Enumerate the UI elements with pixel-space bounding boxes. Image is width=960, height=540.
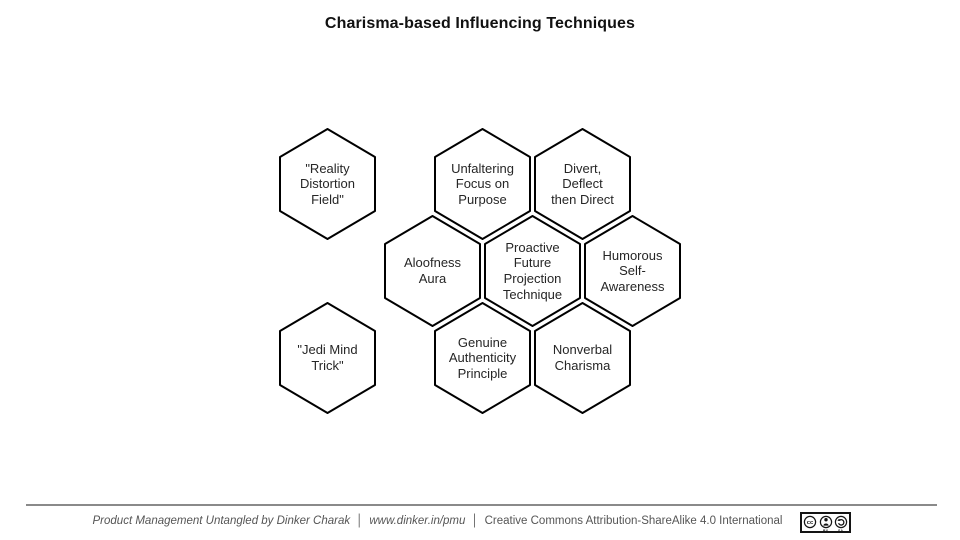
hexagon-label: Humorous Self- Awareness — [600, 247, 665, 294]
cc-by-sa-badge: cc BY SA — [800, 512, 851, 533]
hexagon-shape — [384, 215, 481, 327]
hexagon-shape — [534, 128, 631, 240]
hexagon-shape — [279, 302, 376, 414]
hexagon-humorous-self-awareness: Humorous Self- Awareness — [584, 215, 681, 327]
footer-url: www.dinker.in/pmu — [369, 515, 466, 527]
hexagon-label: Divert, Deflect then Direct — [551, 160, 614, 207]
cc-by-person-icon — [819, 515, 832, 529]
hexagon-reality-distortion-field: "Reality Distortion Field" — [279, 128, 376, 240]
cc-by-label: BY — [823, 528, 829, 533]
hexagon-jedi-mind-trick: "Jedi Mind Trick" — [279, 302, 376, 414]
hexagon-label: Proactive Future Projection Technique — [502, 239, 563, 302]
svg-text:cc: cc — [807, 520, 814, 526]
hexagon-label: Unfaltering Focus on Purpose — [451, 160, 514, 207]
hexagon-label: "Jedi Mind Trick" — [297, 342, 358, 373]
footer-attribution: Product Management Untangled by Dinker C… — [0, 515, 875, 527]
hexagon-shape — [484, 215, 581, 327]
cc-icon: cc — [804, 515, 817, 529]
footer-separator: │ — [356, 515, 364, 527]
hexagon-shape — [584, 215, 681, 327]
hexagon-label: "Reality Distortion Field" — [300, 160, 355, 207]
cc-sa-label: SA — [838, 528, 844, 533]
hexagon-shape — [534, 302, 631, 414]
hexagon-shape — [279, 128, 376, 240]
hexagon-shape — [434, 128, 531, 240]
footer-source: Product Management Untangled by Dinker C… — [92, 515, 351, 527]
hexagon-label: Genuine Authenticity Principle — [448, 334, 517, 381]
hexagon-genuine-authenticity-principle: Genuine Authenticity Principle — [434, 302, 531, 414]
hexagon-label: Aloofness Aura — [403, 255, 462, 286]
hexagon-aloofness-aura: Aloofness Aura — [384, 215, 481, 327]
page-title: Charisma-based Influencing Techniques — [324, 15, 636, 32]
cc-sa-arrow-icon — [834, 515, 847, 529]
hexagon-unfaltering-focus-on-purpose: Unfaltering Focus on Purpose — [434, 128, 531, 240]
footer-license: Creative Commons Attribution-ShareAlike … — [484, 515, 783, 527]
hexagon-nonverbal-charisma: Nonverbal Charisma — [534, 302, 631, 414]
footer-separator: │ — [471, 515, 479, 527]
footer-divider — [26, 504, 937, 506]
hexagon-shape — [434, 302, 531, 414]
hexagon-divert-deflect-then-direct: Divert, Deflect then Direct — [534, 128, 631, 240]
hexagon-label: Nonverbal Charisma — [552, 342, 613, 373]
hexagon-proactive-future-projection-technique: Proactive Future Projection Technique — [484, 215, 581, 327]
